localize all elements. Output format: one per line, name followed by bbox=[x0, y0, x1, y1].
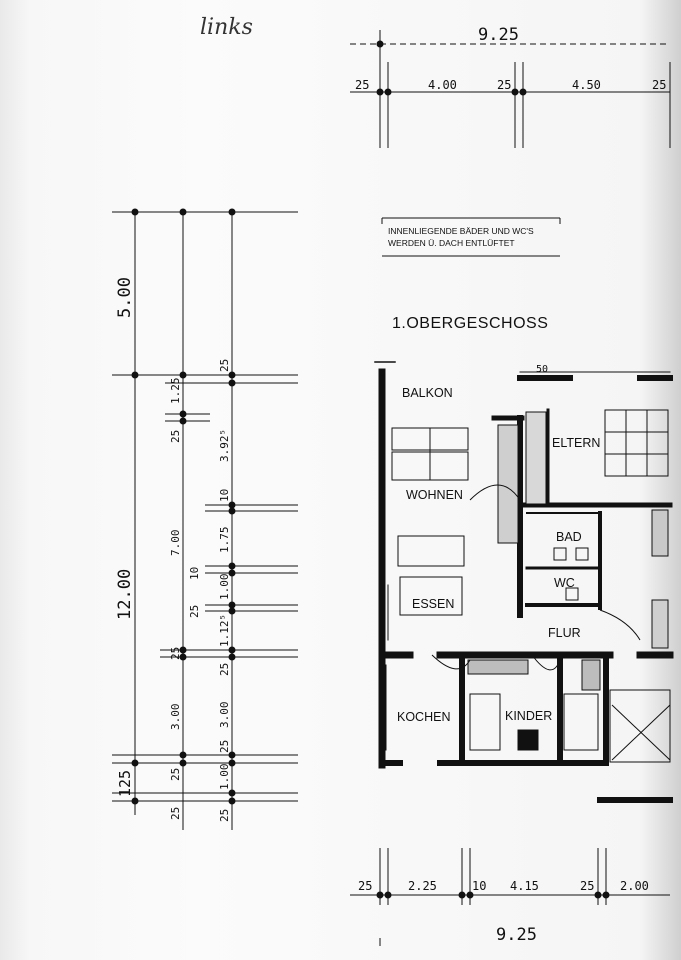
left-mid-dim-3: 7.00 bbox=[169, 530, 182, 557]
left-mid-dim-5: 25 bbox=[188, 605, 201, 618]
top-dim-seg-4: 4.50 bbox=[572, 78, 601, 92]
room-essen: ESSEN bbox=[412, 597, 454, 611]
left-mid-dim-2: 25 bbox=[169, 430, 182, 443]
left-mid-dim-6: 25 bbox=[169, 647, 182, 660]
left-inner-dim-5: 1.00 bbox=[218, 574, 231, 601]
left-inner-dim-9: 25 bbox=[218, 740, 231, 753]
left-inner-dim-3: 10 bbox=[218, 489, 231, 502]
bottom-dim-seg-2: 2.25 bbox=[408, 879, 437, 893]
bottom-dimension-dots bbox=[376, 891, 610, 899]
bottom-dim-seg-1: 25 bbox=[358, 879, 372, 893]
left-outer-dim-1: 5.00 bbox=[115, 277, 135, 318]
bottom-total-dimension: 9.25 bbox=[496, 925, 537, 945]
bottom-dim-seg-5: 25 bbox=[580, 879, 594, 893]
top-dimension-dots bbox=[376, 40, 527, 96]
left-inner-dim-2: 3.92⁵ bbox=[218, 429, 231, 462]
room-eltern: ELTERN bbox=[552, 436, 600, 450]
left-mid-dim-4: 10 bbox=[188, 567, 201, 580]
left-inner-dim-6: 1.12⁵ bbox=[218, 614, 231, 647]
left-inner-dim-11: 25 bbox=[218, 809, 231, 822]
left-inner-dim-4: 1.75 bbox=[218, 527, 231, 554]
note-line-2: WERDEN Ü. DACH ENTLÜFTET bbox=[388, 238, 515, 248]
left-mid-dim-9: 25 bbox=[169, 807, 182, 820]
left-inner-dim-7: 25 bbox=[218, 663, 231, 676]
left-inner-dim-10: 1.00 bbox=[218, 764, 231, 791]
bottom-dim-seg-6: 2.00 bbox=[620, 879, 649, 893]
left-dimension-dots bbox=[131, 208, 236, 805]
left-inner-dim-1: 25 bbox=[218, 359, 231, 372]
top-dim-seg-5: 25 bbox=[652, 78, 666, 92]
top-total-dimension: 9.25 bbox=[478, 25, 519, 45]
left-dimension-lines bbox=[112, 211, 298, 830]
left-outer-dim-2: 12.00 bbox=[115, 569, 135, 620]
room-balkon: BALKON bbox=[402, 386, 453, 400]
top-dim-seg-3: 25 bbox=[497, 78, 511, 92]
left-outer-dim-3: 125 bbox=[116, 770, 134, 797]
room-bad: BAD bbox=[556, 530, 582, 544]
room-flur: FLUR bbox=[548, 626, 581, 640]
left-inner-dim-8: 3.00 bbox=[218, 702, 231, 729]
room-wc: WC bbox=[554, 576, 575, 590]
note-line-1: INNENLIEGENDE BÄDER UND WC'S bbox=[388, 226, 534, 236]
bottom-dim-seg-3: 10 bbox=[472, 879, 486, 893]
room-kinder: KINDER bbox=[505, 709, 552, 723]
room-kochen: KOCHEN bbox=[397, 710, 450, 724]
marker-50: 50 bbox=[536, 364, 548, 375]
left-mid-dim-1: 1.25 bbox=[169, 378, 182, 405]
bottom-dim-seg-4: 4.15 bbox=[510, 879, 539, 893]
room-wohnen: WOHNEN bbox=[406, 488, 463, 502]
hatched-elements bbox=[391, 409, 671, 763]
left-mid-dim-8: 25 bbox=[169, 768, 182, 781]
floor-plan-walls bbox=[374, 361, 674, 803]
left-mid-dim-7: 3.00 bbox=[169, 704, 182, 731]
floor-title: 1.OBERGESCHOSS bbox=[392, 315, 548, 332]
top-dim-seg-2: 4.00 bbox=[428, 78, 457, 92]
ventilation-note-box bbox=[381, 217, 561, 257]
handwritten-note: links bbox=[200, 15, 253, 40]
top-dim-seg-1: 25 bbox=[355, 78, 369, 92]
